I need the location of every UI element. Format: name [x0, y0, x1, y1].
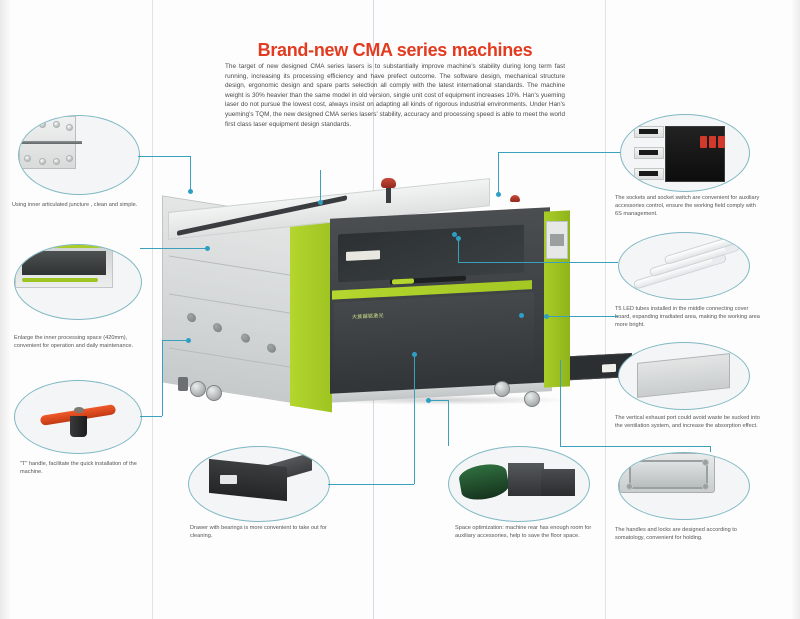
connector-line	[498, 152, 620, 153]
sockets-detail-photo	[620, 114, 750, 192]
t-handle-detail-caption: "T" handle, facilitate the quick install…	[20, 461, 137, 476]
machine-front-green-band	[290, 213, 332, 413]
handles-locks-detail-photo	[618, 452, 750, 520]
connector-line	[458, 238, 459, 262]
connector-line	[548, 316, 618, 317]
machine-caster	[524, 391, 540, 407]
connector-dot	[412, 352, 417, 357]
rear-space-detail-caption: Space optimization: machine rear has eno…	[455, 525, 592, 540]
machine-control-screen	[550, 234, 564, 246]
t-handle-detail-photo	[14, 380, 142, 454]
connector-dot	[318, 200, 323, 205]
machine-caster	[206, 385, 222, 401]
led-tubes-detail-photo	[618, 232, 750, 300]
machine-door-handle-green	[392, 278, 414, 285]
page-fold-left	[152, 0, 153, 619]
connector-dot	[188, 189, 193, 194]
machine-rear-icon	[449, 447, 589, 521]
machine-brand-label: 大族越铭激光	[352, 312, 384, 321]
socket-panel-icon	[621, 115, 749, 191]
machine-main-body: 大族越铭激光	[330, 207, 632, 394]
hinge-detail-photo	[18, 115, 140, 195]
inner-space-detail-caption: Enlarge the inner processing space (420m…	[14, 335, 134, 350]
hinge-detail-caption: Using inner articulated juncture , clean…	[12, 202, 138, 208]
connector-line	[190, 156, 191, 191]
connector-line	[140, 416, 162, 417]
connector-line	[710, 446, 711, 452]
machine-tag	[602, 363, 616, 373]
connector-line	[498, 152, 499, 194]
connector-line	[560, 360, 561, 446]
inner-space-detail-photo	[14, 244, 142, 320]
machine-lower-panel: 大族越铭激光	[334, 292, 534, 383]
machine-warning-label	[346, 250, 380, 261]
hinge-icon	[19, 116, 82, 170]
connector-line	[430, 400, 448, 401]
connector-dot	[426, 398, 431, 403]
connector-dot	[205, 246, 210, 251]
led-tube-icon	[619, 233, 749, 299]
connector-line	[140, 248, 208, 249]
drawer-detail-caption: Drawer with bearings is more convenient …	[190, 525, 327, 540]
page-left-edge	[0, 0, 12, 619]
connector-line	[138, 156, 190, 157]
exhaust-vent-icon	[619, 343, 749, 409]
machine-caster	[190, 381, 206, 397]
intro-paragraph: The target of new designed CMA series la…	[225, 63, 565, 128]
machine-beacon-lamp-secondary-icon	[510, 195, 520, 202]
t-handle-icon	[15, 381, 141, 453]
inner-cavity-icon	[15, 245, 113, 289]
machine-beacon-post	[386, 185, 391, 203]
connector-line	[414, 356, 415, 484]
connector-line	[162, 340, 188, 341]
sockets-detail-caption: The sockets and socket switch are conven…	[615, 195, 760, 218]
page-fold-right	[605, 0, 606, 619]
connector-dot	[456, 236, 461, 241]
drawer-detail-photo	[188, 446, 330, 522]
connector-line	[320, 170, 321, 200]
rear-space-detail-photo	[448, 446, 590, 522]
connector-line	[458, 262, 618, 263]
connector-dot	[496, 192, 501, 197]
connector-dot	[519, 313, 524, 318]
connector-line	[560, 446, 710, 447]
exhaust-detail-photo	[618, 342, 750, 410]
exhaust-detail-caption: The vertical exhaust port could avoid wa…	[615, 415, 760, 430]
machine-caster	[494, 381, 510, 397]
connector-line	[448, 400, 449, 446]
recessed-handle-icon	[619, 453, 715, 494]
connector-dot	[544, 314, 549, 319]
machine-beacon-lamp-icon	[381, 178, 396, 188]
led-tubes-detail-caption: T5 LED tubes installed in the middle con…	[615, 306, 760, 329]
drawer-icon	[189, 447, 329, 521]
page-title: Brand-new CMA series machines	[257, 40, 533, 60]
machine-control-panel	[546, 221, 568, 259]
handles-locks-detail-caption: The handles and locks are designed accor…	[615, 527, 737, 542]
machine-product-photo: 大族越铭激光	[162, 178, 632, 420]
page-right-edge	[790, 0, 800, 619]
connector-dot	[186, 338, 191, 343]
connector-line	[328, 484, 414, 485]
connector-line	[162, 340, 163, 416]
connector-dot	[452, 232, 457, 237]
